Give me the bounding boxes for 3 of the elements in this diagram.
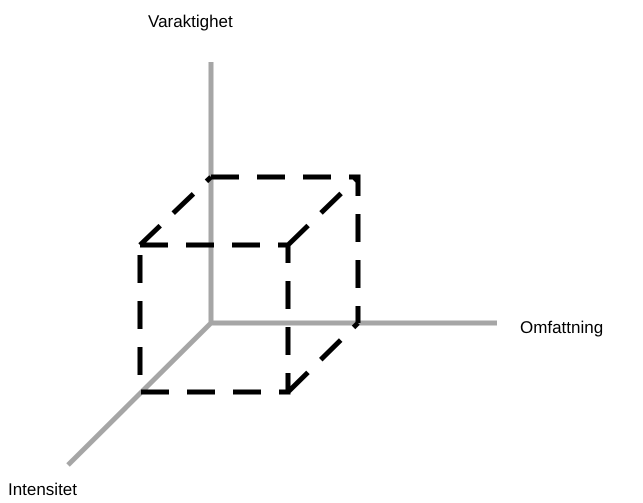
axis-label: Omfattning — [520, 318, 604, 338]
axis-label: Intensitet — [8, 480, 77, 500]
axis-label: Varaktighet — [148, 12, 233, 32]
